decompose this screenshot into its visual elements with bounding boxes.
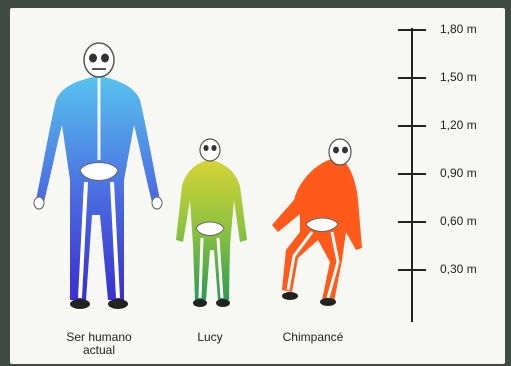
caption-chimp: Chimpancé	[268, 331, 358, 344]
scale-label-150: 1,50 m	[440, 70, 477, 84]
scale-label-120: 1,20 m	[440, 118, 477, 132]
caption-human-line2: actual	[44, 344, 154, 357]
chimp-figure	[272, 139, 362, 306]
caption-human: Ser humano actual	[44, 331, 154, 357]
human-figure	[34, 43, 162, 309]
scale-label-030: 0,30 m	[440, 262, 477, 276]
scale-label-090: 0,90 m	[440, 166, 477, 180]
scale-label-060: 0,60 m	[440, 214, 477, 228]
scale-label-180: 1,80 m	[440, 22, 477, 36]
height-scale	[398, 28, 426, 322]
caption-lucy: Lucy	[182, 331, 238, 344]
lucy-figure	[176, 139, 247, 307]
